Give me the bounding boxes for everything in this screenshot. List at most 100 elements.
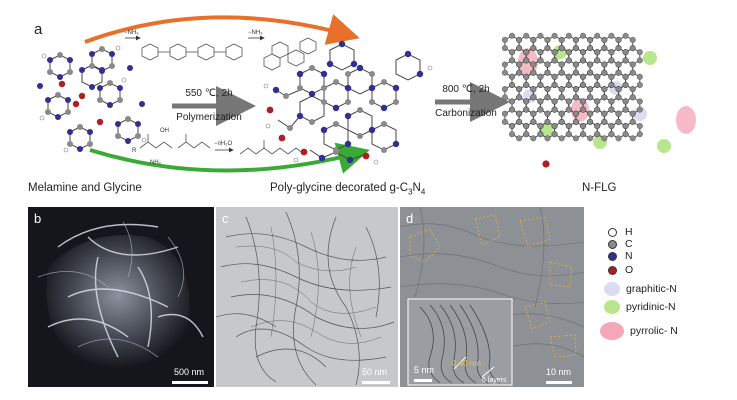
carbon-atom bbox=[530, 110, 537, 117]
carbon-atom bbox=[544, 61, 551, 68]
carbon-atom bbox=[516, 118, 523, 125]
carbon-atom bbox=[601, 86, 608, 93]
carbon-atom bbox=[629, 135, 636, 142]
carbon-atom bbox=[594, 106, 601, 113]
legend-swatch bbox=[608, 265, 617, 275]
carbon-atom bbox=[629, 36, 636, 43]
legend-swatch bbox=[600, 322, 624, 340]
minus-nh3-label-1: −NH₃ bbox=[124, 30, 139, 36]
legend-item: pyrrolic- N bbox=[596, 322, 678, 340]
legend-label: graphitic-N bbox=[626, 283, 677, 295]
gcn-caption-sub3: 3 bbox=[408, 187, 413, 197]
carbon-atom bbox=[565, 57, 572, 64]
carbon-atom bbox=[516, 61, 523, 68]
panel-b-letter: b bbox=[34, 211, 42, 226]
carbon-atom bbox=[615, 61, 622, 68]
carbon-atom bbox=[580, 123, 586, 129]
carbon-atom bbox=[580, 131, 586, 138]
carbon-atom bbox=[615, 45, 622, 52]
carbon-atom bbox=[622, 73, 629, 80]
carbon-atom bbox=[572, 36, 579, 43]
panel-c-letter: c bbox=[222, 211, 229, 226]
carbon-atom bbox=[615, 135, 622, 142]
carbon-atom bbox=[587, 69, 594, 76]
carbon-atom bbox=[558, 45, 565, 52]
inset-scale-bar bbox=[414, 379, 432, 382]
carbon-atom bbox=[594, 98, 601, 105]
carbon-atom bbox=[622, 57, 629, 64]
carbon-atom bbox=[523, 32, 530, 39]
carbon-atom bbox=[608, 98, 615, 105]
carbon-atom bbox=[629, 110, 636, 117]
carbon-atom bbox=[594, 49, 601, 56]
carbon-atom bbox=[580, 32, 586, 39]
gcn-caption-text: Poly-glycine decorated g-C bbox=[270, 182, 409, 194]
carbon-atom bbox=[551, 106, 558, 113]
carbon-atom bbox=[615, 110, 622, 117]
carbon-atom bbox=[594, 82, 601, 88]
panel-a-label: a bbox=[34, 21, 43, 38]
poly-glycine-gcn-structure bbox=[263, 40, 433, 165]
legend-swatch bbox=[608, 227, 617, 237]
tem-texture bbox=[216, 207, 398, 387]
carbon-atom bbox=[501, 61, 508, 68]
carbon-atom bbox=[622, 98, 629, 105]
carbon-atom bbox=[615, 86, 622, 93]
carbon-atom bbox=[565, 106, 572, 113]
carbon-atom bbox=[523, 98, 530, 105]
panel-d-scale-bar bbox=[546, 381, 572, 384]
carbon-atom bbox=[565, 98, 572, 105]
carbon-atom bbox=[622, 106, 629, 113]
carbon-atom bbox=[530, 45, 537, 52]
graphene-lattice bbox=[501, 32, 643, 168]
carbon-atom bbox=[523, 57, 530, 64]
carbon-atom bbox=[516, 36, 523, 43]
gcn-caption: Poly-glycine decorated g-C3N4 bbox=[270, 182, 425, 196]
green-curved-arrow bbox=[89, 142, 370, 174]
carbon-atom bbox=[580, 57, 586, 64]
carbon-atom bbox=[523, 49, 530, 56]
panel-b-scale-bar bbox=[172, 381, 208, 384]
n-flg-graphene-sheet bbox=[501, 32, 696, 168]
carbon-atom bbox=[544, 86, 551, 93]
legend-label: H bbox=[625, 226, 633, 238]
carbon-atom bbox=[594, 73, 601, 80]
carbon-atom bbox=[636, 73, 643, 80]
carbon-atom bbox=[544, 110, 551, 117]
carbon-atom bbox=[530, 69, 537, 76]
carbon-atom bbox=[558, 86, 565, 93]
carbon-atom bbox=[601, 118, 608, 125]
carbon-atom bbox=[558, 94, 565, 101]
melamine-glycine-molecules bbox=[37, 45, 147, 153]
legend-swatch bbox=[604, 300, 620, 314]
carbon-atom bbox=[551, 123, 558, 129]
carbon-atom bbox=[565, 123, 572, 129]
carbon-atom bbox=[537, 82, 544, 88]
carbon-atom bbox=[558, 118, 565, 125]
carbon-atom bbox=[622, 32, 629, 39]
carbon-atom bbox=[587, 86, 594, 93]
carbon-atom bbox=[501, 110, 508, 117]
carbon-atom bbox=[572, 69, 579, 76]
carbon-atom bbox=[601, 110, 608, 117]
hrtem-texture bbox=[400, 207, 584, 387]
carbon-atom bbox=[544, 69, 551, 76]
minus-nh3-label-2: −NH₃ bbox=[248, 30, 263, 36]
carbon-atom bbox=[601, 61, 608, 68]
carbon-atom bbox=[580, 98, 586, 105]
polymerization-label: Polymerization bbox=[176, 112, 242, 123]
layers-label: 6 layers bbox=[482, 377, 507, 384]
legend-label: O bbox=[625, 264, 634, 276]
carbon-atom bbox=[608, 32, 615, 39]
carbon-atom bbox=[580, 73, 586, 80]
carbon-atom bbox=[608, 57, 615, 64]
carbon-atom bbox=[558, 61, 565, 68]
carbon-atom bbox=[622, 82, 629, 88]
carbon-atom bbox=[565, 131, 572, 138]
carbon-atom bbox=[594, 57, 601, 64]
carbon-atom bbox=[636, 49, 643, 56]
carbon-atom bbox=[572, 118, 579, 125]
carbon-atom bbox=[530, 118, 537, 125]
carbon-atom bbox=[558, 135, 565, 142]
carbon-atom bbox=[587, 110, 594, 117]
